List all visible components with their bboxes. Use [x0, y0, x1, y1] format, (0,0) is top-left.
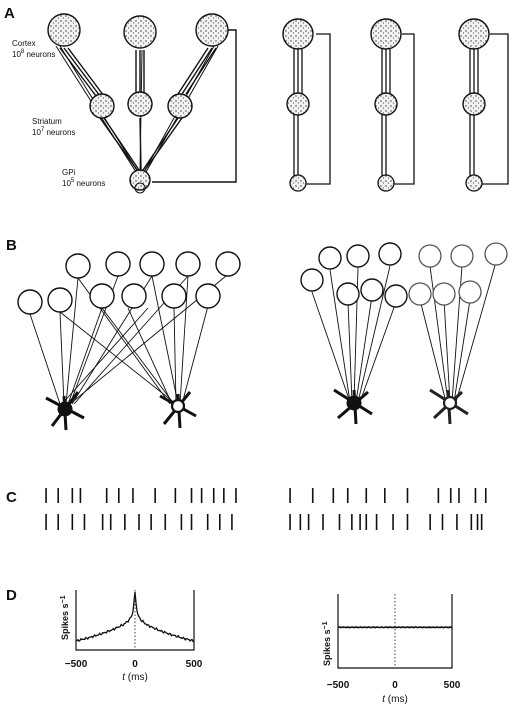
spike-train [45, 514, 233, 530]
panel-b-left-inputs [17, 251, 241, 315]
panel-b-output-neuron [45, 391, 85, 431]
spike-train [45, 488, 237, 503]
cortex-neuron [47, 13, 81, 47]
panel-b-right-inputs [300, 242, 408, 308]
panel-d-label: D [6, 587, 17, 604]
cross-correlogram-left: Spikes s−1 −500 0 500 t (ms) [60, 590, 203, 683]
striatum-neuron [374, 92, 398, 116]
spike-train [289, 488, 487, 503]
striatum-neuron [127, 91, 153, 117]
cortex-neuron [370, 18, 402, 50]
x-tick-label: 500 [444, 680, 461, 691]
gpi-neuron [377, 174, 395, 192]
striatum-neuron [89, 93, 115, 119]
x-tick-label: 500 [186, 659, 203, 670]
panel-c-label: C [6, 489, 17, 506]
x-tick-label: −500 [65, 659, 88, 670]
correlogram-trace [75, 591, 195, 643]
x-tick-label: 0 [392, 680, 398, 691]
gpi-label: GPi 105 neurons [62, 168, 105, 188]
panel-b-label: B [6, 237, 17, 254]
panel-c: C [6, 488, 487, 530]
striatum-neuron [462, 92, 486, 116]
gpi-neuron [134, 182, 146, 194]
x-axis-label: t (ms) [122, 672, 148, 683]
spike-train [289, 514, 483, 530]
cortex-neuron [282, 18, 314, 50]
striatum-label: Striatum 107 neurons [32, 117, 75, 137]
cortex-striatum-tracts [59, 47, 217, 97]
striatum-gpi-tracts [99, 117, 183, 171]
cross-correlogram-right: Spikes s−1 −500 0 500 t (ms) [322, 594, 461, 705]
cortex-label: Cortex 108 neurons [12, 39, 55, 59]
striatum-neuron [167, 93, 193, 119]
cortex-neuron [195, 13, 229, 47]
x-tick-label: 0 [132, 659, 138, 670]
y-axis-label: Spikes s−1 [60, 595, 70, 640]
gpi-neuron [129, 169, 151, 191]
cortex-neuron [458, 18, 490, 50]
correlogram-trace [337, 625, 453, 629]
x-tick-label: −500 [327, 680, 350, 691]
plot-frame [75, 590, 195, 651]
panel-b-output-neuron [333, 388, 373, 425]
cortex-neuron [123, 15, 157, 49]
panel-b-output-neuron [429, 388, 469, 425]
panel-b-parallel-wiring [311, 261, 497, 403]
feedback-loop [152, 29, 237, 183]
x-axis-label: t (ms) [382, 694, 408, 705]
panel-b: B [6, 237, 508, 431]
gpi-neuron [289, 174, 307, 192]
panel-b-output-neuron [159, 391, 197, 429]
gpi-neuron [465, 174, 483, 192]
panel-b-right-inputs-faint [408, 242, 508, 306]
striatum-neuron [286, 92, 310, 116]
panel-d: D Spikes s−1 −500 0 500 t (ms) Spikes s−… [6, 587, 461, 705]
panel-a-label: A [4, 5, 15, 22]
y-axis-label: Spikes s−1 [322, 621, 332, 666]
panel-a: A [4, 5, 509, 194]
